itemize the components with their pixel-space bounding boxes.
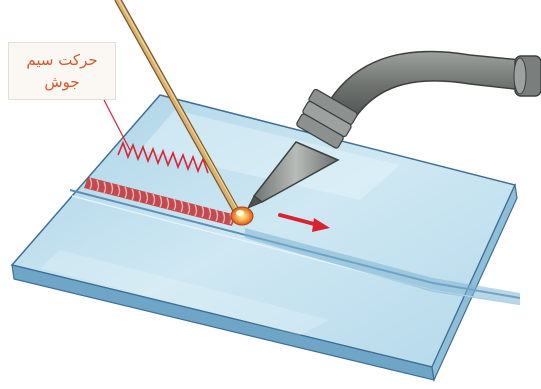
wire-motion-callout: حرکت سیم جوش (8, 42, 116, 100)
weld-puddle (231, 207, 253, 225)
weld-plate (12, 95, 520, 380)
callout-line-1: حرکت سیم (9, 49, 115, 71)
callout-leader (104, 100, 130, 150)
callout-line-2: جوش (9, 71, 115, 93)
